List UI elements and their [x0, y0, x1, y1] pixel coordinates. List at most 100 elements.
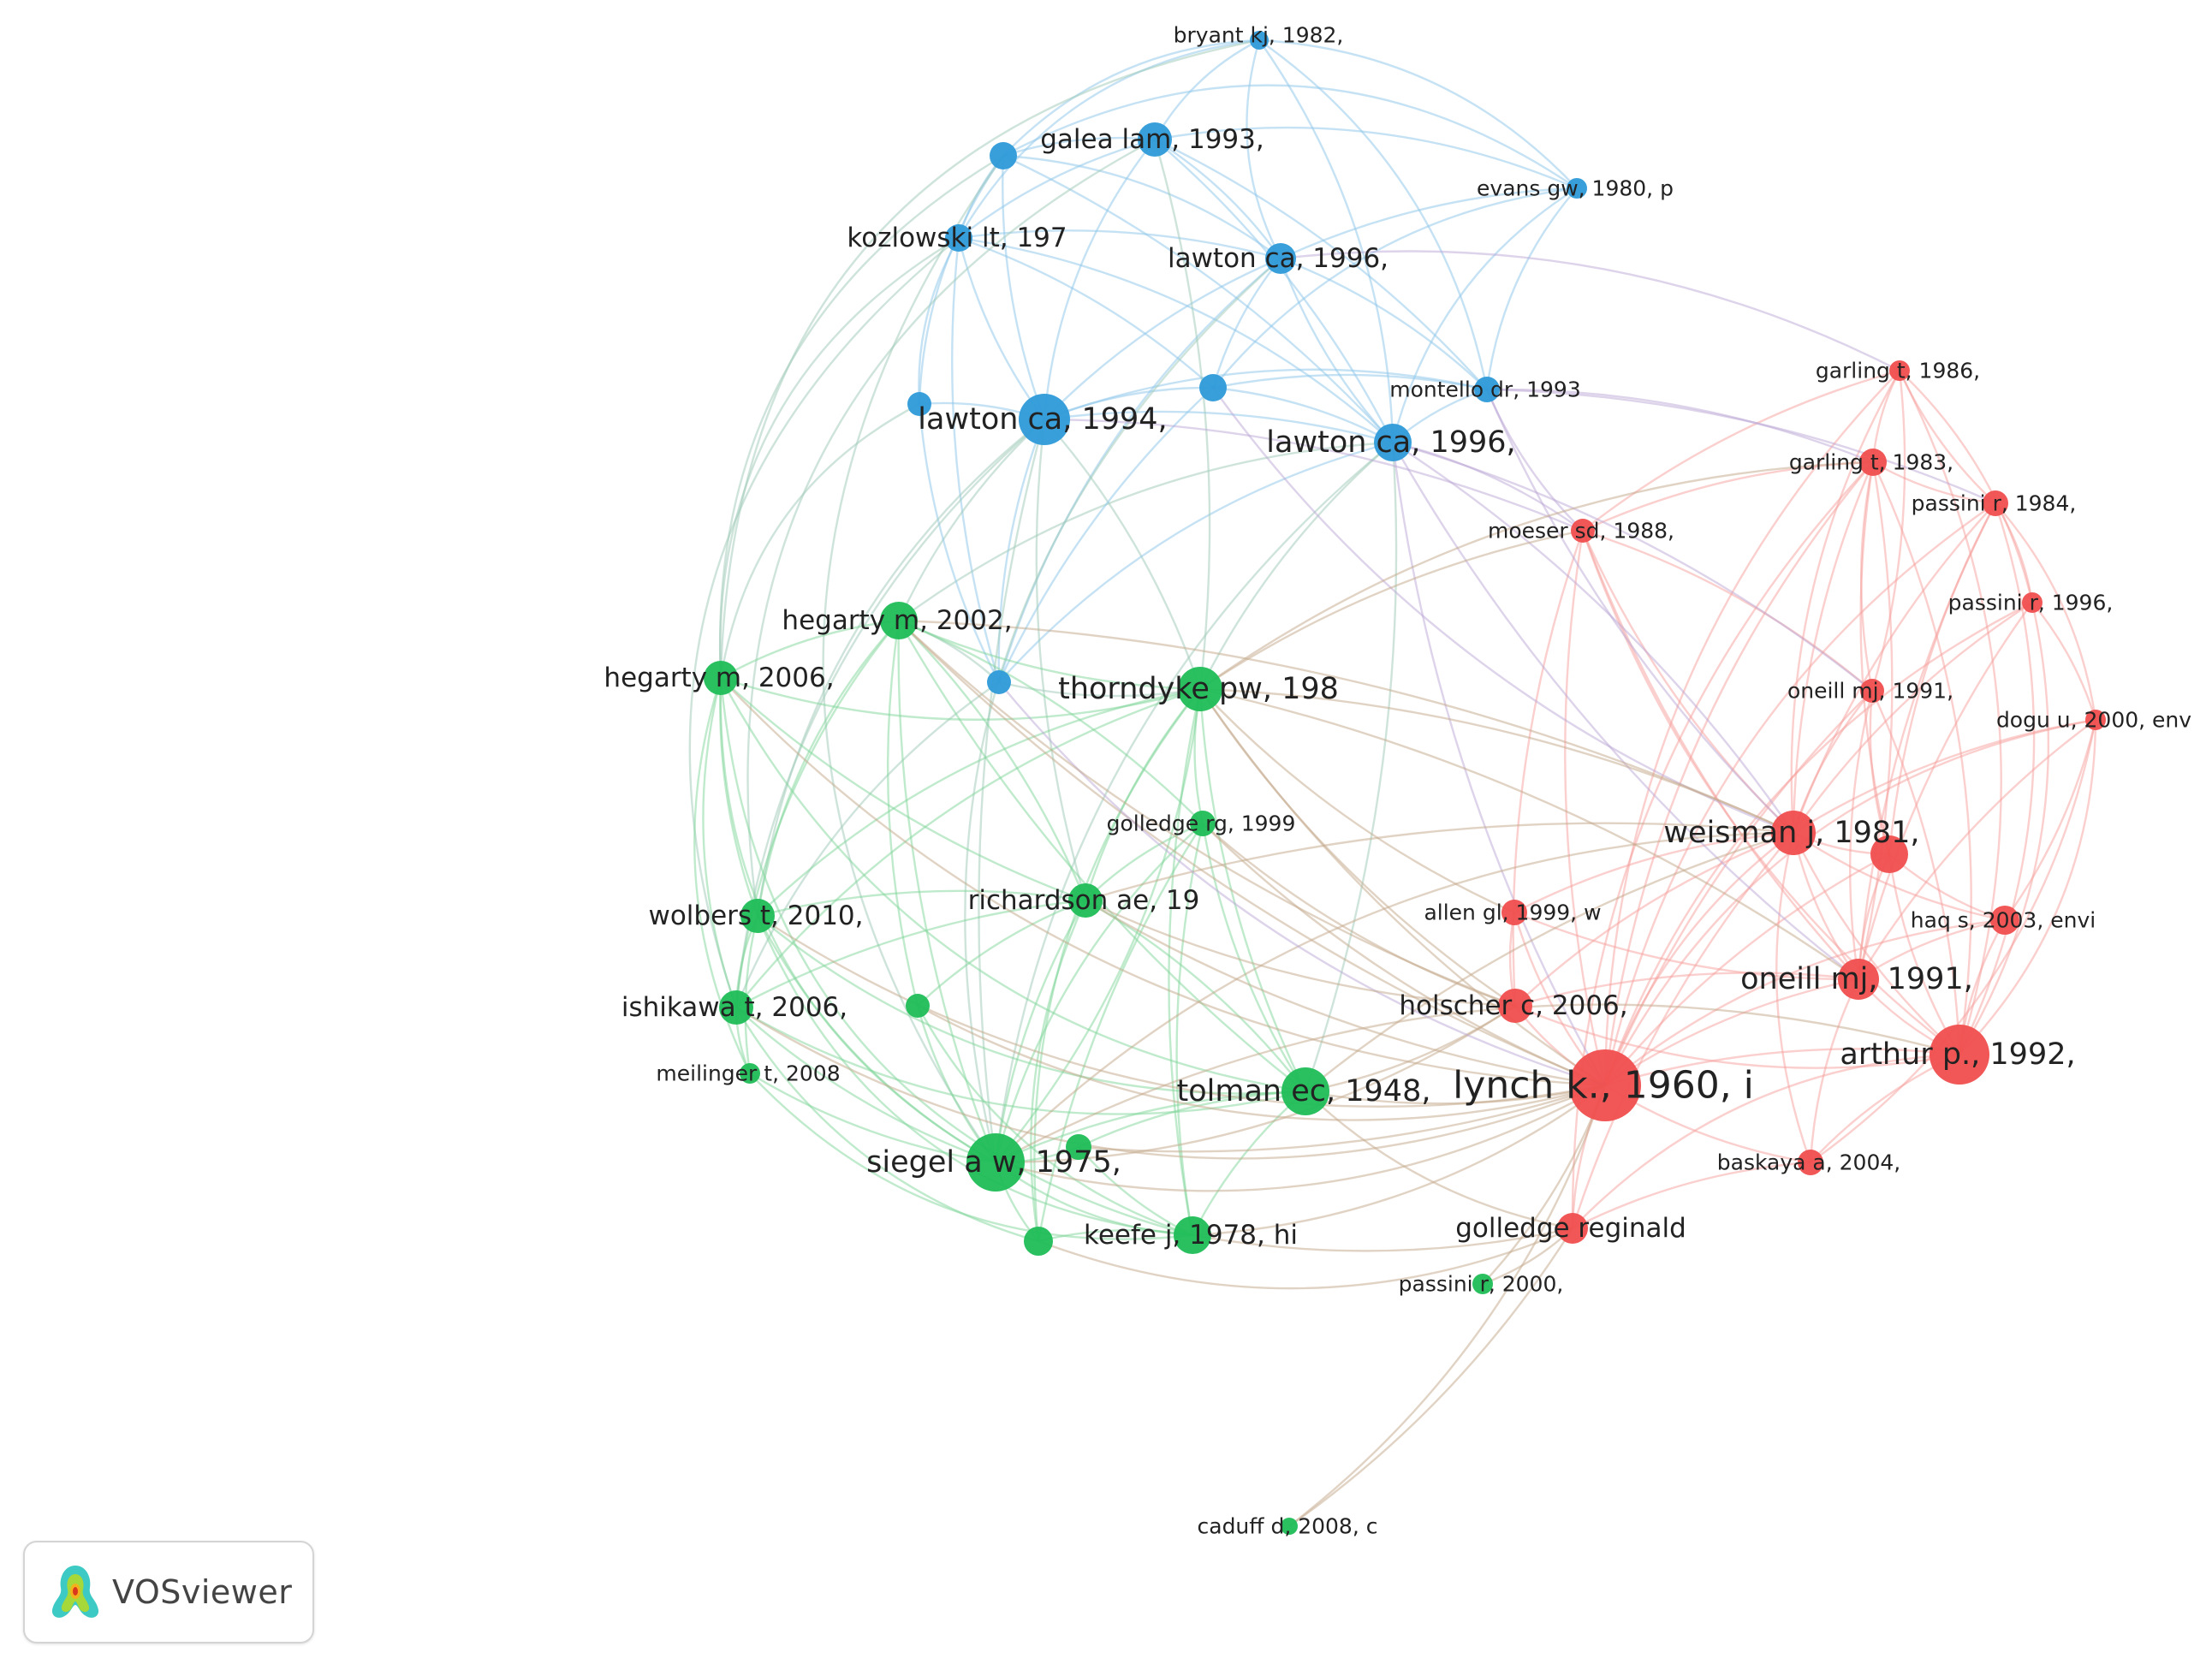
node-n17[interactable] — [1068, 883, 1103, 918]
edge-n11-n4 — [1391, 187, 1578, 443]
edge-n15-n23 — [995, 688, 1202, 1163]
edge-n33-n40 — [1857, 602, 2033, 980]
node-n25[interactable] — [1174, 1216, 1211, 1254]
node-n21[interactable] — [740, 1063, 760, 1084]
vosviewer-badge: VOSviewer — [23, 1541, 314, 1643]
node-n27[interactable] — [1472, 1274, 1493, 1294]
edge-n28-n45 — [1288, 1227, 1574, 1527]
node-n28[interactable] — [1281, 1518, 1298, 1535]
node-n33[interactable] — [2022, 592, 2043, 613]
edge-n5-n14 — [719, 236, 960, 679]
edge-n30-n37 — [1859, 461, 1891, 855]
node-n2[interactable] — [990, 142, 1017, 169]
edge-n32-n34 — [1582, 529, 1873, 692]
node-n45[interactable] — [1557, 1213, 1588, 1244]
node-label-n10: montello dr, 1993 — [1389, 377, 1580, 402]
edge-n17-n20 — [917, 899, 1086, 1007]
edge-n31-n43 — [1603, 502, 1996, 1086]
node-n34[interactable] — [1860, 679, 1884, 703]
node-n11[interactable] — [1374, 424, 1412, 461]
node-label-n25: keefe j, 1978, hi — [1084, 1220, 1298, 1251]
edge-n15-n18 — [757, 687, 1201, 917]
edge-n5-n8 — [958, 236, 1214, 389]
node-n18[interactable] — [740, 899, 775, 933]
edge-n15-n26 — [1033, 688, 1201, 1242]
edge-n18-n25 — [756, 915, 1193, 1237]
edge-n23-n36 — [995, 831, 1794, 1163]
node-n44[interactable] — [1798, 1150, 1823, 1175]
edge-n10-n30 — [1486, 388, 1874, 464]
edge-n11-n12 — [998, 441, 1394, 683]
node-n32[interactable] — [1571, 519, 1595, 543]
node-n35[interactable] — [2085, 710, 2106, 730]
node-n36[interactable] — [1771, 811, 1816, 855]
node-n1[interactable] — [1250, 31, 1269, 50]
edge-n32-n40 — [1581, 530, 1859, 980]
edge-n14-n17 — [720, 677, 1086, 902]
node-n39[interactable] — [1990, 906, 2019, 935]
node-n12[interactable] — [987, 670, 1011, 694]
edge-n36-n42 — [1792, 832, 1960, 1055]
edge-n6-n11 — [1279, 258, 1394, 443]
node-n38[interactable] — [1501, 900, 1527, 925]
node-n30[interactable] — [1859, 449, 1887, 476]
edge-n31-n35 — [1995, 502, 2097, 721]
edge-n23-n43 — [995, 1084, 1606, 1192]
edge-n13-n36 — [898, 619, 1794, 835]
node-n16[interactable] — [1190, 811, 1216, 836]
edge-n28-n43 — [1288, 1085, 1607, 1527]
node-label-n36: weisman j, 1981, — [1663, 816, 1919, 850]
edge-n35-n40 — [1857, 719, 2096, 980]
node-n19[interactable] — [719, 990, 753, 1025]
node-n14[interactable] — [704, 661, 738, 695]
node-n7[interactable] — [907, 392, 931, 416]
node-label-n18: wolbers t, 2010, — [648, 900, 863, 931]
node-n6[interactable] — [1265, 243, 1296, 274]
node-n22[interactable] — [1281, 1067, 1329, 1115]
node-n29[interactable] — [1889, 360, 1910, 381]
node-n40[interactable] — [1838, 959, 1879, 1000]
node-n5[interactable] — [945, 224, 972, 252]
node-n37[interactable] — [1870, 835, 1908, 873]
edge-n13-n22 — [897, 620, 1306, 1092]
node-n31[interactable] — [1983, 490, 2008, 516]
node-n41[interactable] — [1498, 989, 1532, 1023]
node-n24[interactable] — [1066, 1134, 1091, 1160]
node-label-n3: galea lam, 1993, — [1040, 124, 1264, 155]
node-n15[interactable] — [1178, 667, 1222, 711]
node-label-n15: thorndyke pw, 198 — [1058, 672, 1339, 706]
node-n42[interactable] — [1930, 1025, 1989, 1085]
edge-n32-n43 — [1564, 530, 1607, 1086]
edge-n29-n33 — [1899, 370, 2034, 603]
edge-n13-n41 — [898, 620, 1516, 1007]
node-n4[interactable] — [1567, 178, 1587, 199]
node-n9[interactable] — [1019, 394, 1070, 445]
node-label-n35: dogu u, 2000, env — [1996, 708, 2191, 733]
node-n43[interactable] — [1569, 1049, 1641, 1121]
node-n8[interactable] — [1199, 374, 1227, 401]
edge-n32-n42 — [1581, 530, 1960, 1055]
edge-n34-n43 — [1603, 690, 1873, 1086]
edge-n6-n10 — [1280, 257, 1488, 390]
edge-n17-n36 — [1085, 822, 1794, 902]
node-n26[interactable] — [1024, 1227, 1053, 1256]
edge-n17-n18 — [757, 889, 1086, 918]
edge-n34-n37 — [1869, 690, 1891, 855]
edge-n5-n11 — [958, 236, 1394, 443]
edge-n11-n43 — [1391, 442, 1607, 1086]
edge-n29-n42 — [1898, 370, 2002, 1055]
edge-n2-n14 — [718, 154, 1004, 679]
edge-n13-n16 — [898, 619, 1204, 824]
edge-n18-n23 — [756, 915, 996, 1164]
edge-n14-n43 — [720, 677, 1606, 1087]
node-n13[interactable] — [880, 602, 918, 639]
node-n23[interactable] — [966, 1133, 1025, 1192]
node-n10[interactable] — [1474, 377, 1500, 402]
node-n3[interactable] — [1138, 122, 1172, 157]
node-label-n39: haq s, 2003, envi — [1911, 908, 2096, 933]
edge-n35-n44 — [1810, 719, 2097, 1163]
node-label-n19: ishikawa t, 2006, — [621, 992, 847, 1023]
edge-n11-n13 — [898, 441, 1394, 621]
edge-n15-n40 — [1199, 687, 1859, 980]
node-n20[interactable] — [906, 994, 930, 1018]
